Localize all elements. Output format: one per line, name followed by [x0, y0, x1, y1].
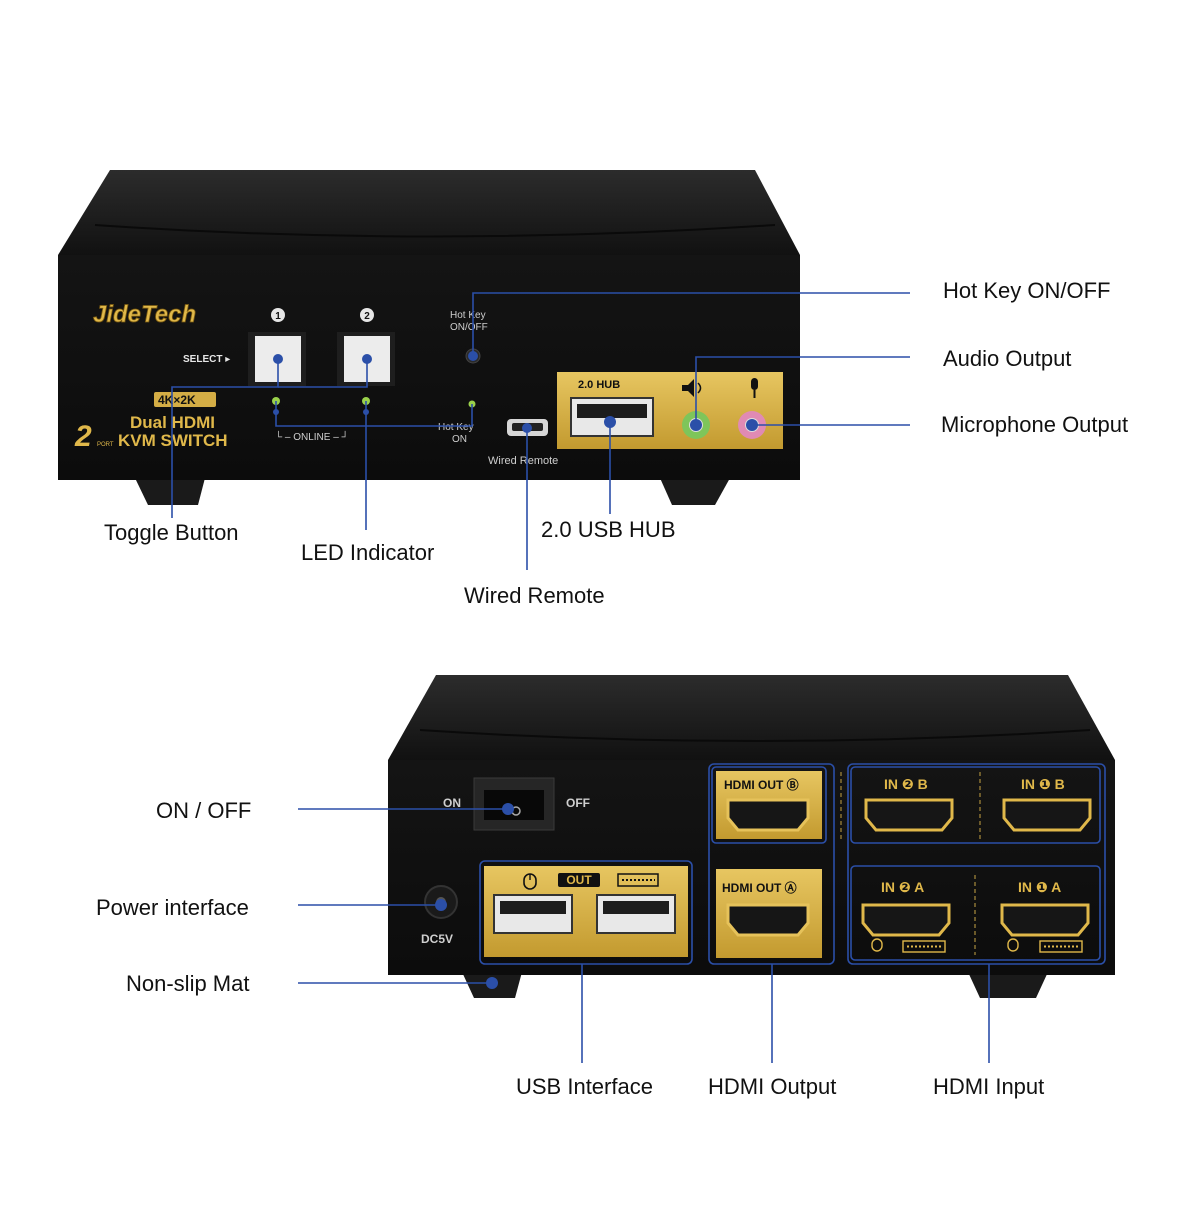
- callout-dots: [273, 351, 758, 989]
- callout-toggle-button: Toggle Button: [104, 520, 239, 545]
- hdmi-in-row-bottom: [850, 865, 1101, 961]
- model-prefix: 2: [74, 420, 92, 453]
- callout-power-interface: Power interface: [96, 895, 249, 920]
- brand-logo: JideTech: [93, 301, 196, 328]
- audio-leader: [695, 356, 910, 425]
- hotkey-label-2: ON/OFF: [450, 322, 488, 333]
- usb-out-label: OUT: [566, 873, 592, 887]
- back-top-cover: [388, 675, 1115, 760]
- callout-hdmi-input: HDMI Input: [933, 1074, 1045, 1099]
- in2b-label: IN ❷ B: [884, 776, 928, 792]
- microphone-icon: [751, 378, 758, 398]
- in2a-label: IN ❷ A: [881, 879, 924, 895]
- keyboard-icon: [617, 873, 659, 887]
- mouse-icon: [523, 873, 537, 890]
- hdmi-in-group-outline: [847, 763, 1106, 965]
- toggle-leader: [171, 359, 279, 518]
- toggle-leader-2: [278, 359, 368, 388]
- hdmi-out-a-label: HDMI OUT Ⓐ: [722, 880, 797, 895]
- usb-out-port-1-tongue: [500, 901, 566, 914]
- in-a-mouse-icon-2: [1007, 938, 1019, 952]
- front-unit: JideTech 4K×2K 2 PORT Dual HDMI KVM SWIT…: [58, 170, 800, 505]
- dot-usb-hub: [604, 416, 616, 428]
- select-label: SELECT ▸: [183, 354, 230, 365]
- back-foot-right: [968, 972, 1048, 998]
- hdmi-out-b-label: HDMI OUT Ⓑ: [724, 777, 799, 792]
- back-top-groove: [419, 729, 1091, 742]
- callout-audio-output: Audio Output: [943, 346, 1072, 371]
- hdmi-out-b-port[interactable]: [726, 798, 810, 832]
- usb-hub-label: 2.0 HUB: [578, 379, 620, 391]
- dot-onoff: [502, 803, 514, 815]
- callout-on-off: ON / OFF: [156, 798, 252, 823]
- power-switch[interactable]: [484, 790, 544, 820]
- usb-hub-port-tongue: [577, 404, 647, 418]
- in-a-keyboard-icon-1: [902, 940, 946, 953]
- callout-wired-remote: Wired Remote: [464, 583, 605, 608]
- resolution-badge: 4K×2K: [158, 393, 196, 407]
- speaker-icon: [682, 379, 702, 397]
- hotkey-leader: [472, 292, 910, 356]
- hdmi-in2a-port[interactable]: [861, 903, 951, 937]
- hotkey-on-label-2: ON: [452, 434, 467, 445]
- model-prefix-small: PORT: [97, 442, 114, 448]
- hotkey-on-label-1: Hot Key: [438, 422, 474, 433]
- usb-out-label-bg: [558, 873, 600, 887]
- usb-out-port-2-tongue: [603, 901, 669, 914]
- front-foot-left: [135, 478, 205, 505]
- hdmi-in1a-port[interactable]: [1000, 903, 1090, 937]
- wired-remote-label: Wired Remote: [488, 455, 558, 467]
- callout-hdmi-output: HDMI Output: [708, 1074, 837, 1099]
- dot-wired-remote: [522, 423, 532, 433]
- dot-toggle-1: [273, 354, 283, 364]
- dot-hotkey: [468, 351, 478, 361]
- in-a-mouse-icon-1: [871, 938, 883, 952]
- dot-power: [435, 899, 447, 911]
- resolution-badge-bg: [154, 392, 216, 407]
- callout-microphone-output: Microphone Output: [941, 412, 1129, 437]
- front-top-groove: [94, 224, 776, 238]
- usb-group-outline: [479, 860, 693, 965]
- dc-label: DC5V: [421, 932, 453, 946]
- button-1-number: 1: [275, 311, 281, 322]
- hdmi-in-row-top: [850, 766, 1101, 844]
- dot-led-2: [363, 409, 369, 415]
- hdmi-in1b-port[interactable]: [1002, 798, 1092, 832]
- callout-non-slip-mat: Non-slip Mat: [126, 971, 250, 996]
- dot-mic: [746, 419, 758, 431]
- button-1-number-bg: [271, 308, 285, 322]
- hdmi-in2b-port[interactable]: [864, 798, 954, 832]
- front-foot-right: [660, 478, 730, 505]
- callout-led-indicator: LED Indicator: [301, 540, 435, 565]
- button-2-number: 2: [364, 311, 370, 322]
- callout-hot-key: Hot Key ON/OFF: [943, 278, 1111, 303]
- dot-led-1: [273, 409, 279, 415]
- callout-usb-hub: 2.0 USB HUB: [541, 517, 676, 542]
- callout-usb-interface: USB Interface: [516, 1074, 653, 1099]
- front-top-cover: [58, 170, 800, 255]
- dot-audio: [690, 419, 702, 431]
- on-label: ON: [443, 796, 461, 810]
- button-2-number-bg: [360, 308, 374, 322]
- in-a-keyboard-icon-2: [1039, 940, 1083, 953]
- callout-lines: [171, 292, 1106, 1063]
- back-unit: ON OFF DC5V OUT HDMI OUT Ⓑ HDMI OUT Ⓐ: [388, 675, 1115, 998]
- hotkey-label-1: Hot Key: [450, 310, 486, 321]
- hdmi-out-a-port[interactable]: [726, 903, 810, 937]
- in1a-label: IN ❶ A: [1018, 879, 1061, 895]
- hdmi-out-b-outline: [711, 766, 827, 844]
- dot-toggle-2: [362, 354, 372, 364]
- online-label: └ – ONLINE – ┘: [275, 430, 349, 443]
- dot-mat: [486, 977, 498, 989]
- in1b-label: IN ❶ B: [1021, 776, 1065, 792]
- off-label: OFF: [566, 796, 590, 810]
